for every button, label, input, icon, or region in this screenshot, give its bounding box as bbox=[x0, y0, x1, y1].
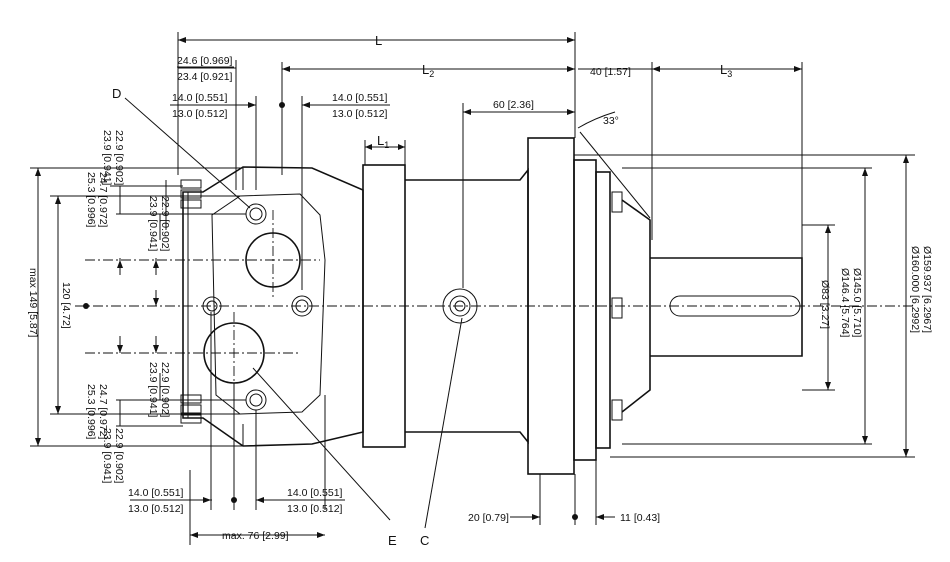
dim-11: 11 [0.43] bbox=[620, 512, 660, 524]
dim-24-6: 24.6 [0.969] bbox=[177, 55, 233, 67]
left-dimensions bbox=[30, 167, 246, 447]
dim-L1: L1 bbox=[377, 133, 389, 150]
right-dimensions bbox=[622, 155, 909, 457]
label-C: C bbox=[420, 533, 429, 548]
dim-25-3-b: 25.3 [0.996] bbox=[85, 384, 97, 440]
dim-L2: L2 bbox=[422, 62, 434, 79]
top-dimensions bbox=[170, 32, 803, 290]
dim-dia-159: Ø159.937 [6.2967] bbox=[921, 246, 933, 333]
dim-angle-33: 33° bbox=[603, 115, 619, 127]
bottom-dimensions bbox=[130, 312, 615, 545]
dim-120: 120 [4.72] bbox=[60, 282, 72, 329]
dim-max-149: max 149 [5.87] bbox=[27, 268, 39, 338]
dim-23-9-c: 23.9 [0.941] bbox=[147, 362, 159, 418]
dim-22-9-c: 22.9 [0.902] bbox=[159, 362, 171, 418]
dim-13-0-top-right: 13.0 [0.512] bbox=[332, 108, 388, 120]
dim-13-0-bottom-left: 13.0 [0.512] bbox=[128, 503, 184, 515]
dim-14-0-top-right: 14.0 [0.551] bbox=[332, 92, 388, 104]
motor-body bbox=[362, 137, 915, 475]
dim-L3: L3 bbox=[720, 62, 732, 79]
dim-23-9-d: 23.9 [0.941] bbox=[101, 428, 113, 484]
dim-dia-145-0: Ø145.0 [5.710] bbox=[851, 268, 863, 338]
dim-20: 20 [0.79] bbox=[468, 512, 509, 524]
dim-max-76: max. 76 [2.99] bbox=[222, 530, 289, 542]
dim-14-0-top-left: 14.0 [0.551] bbox=[172, 92, 228, 104]
dim-24-7-b: 24.7 [0.972] bbox=[97, 384, 109, 440]
dim-24-7-a: 24.7 [0.972] bbox=[97, 172, 109, 228]
dim-L: L bbox=[375, 33, 382, 48]
dim-13-0-top-left: 13.0 [0.512] bbox=[172, 108, 228, 120]
dim-14-0-bottom-right: 14.0 [0.551] bbox=[287, 487, 343, 499]
dim-23-9-a: 23.9 [0.941] bbox=[101, 130, 113, 186]
dim-22-9-d: 22.9 [0.902] bbox=[113, 428, 125, 484]
leader-lines bbox=[124, 97, 463, 529]
dim-25-3-a: 25.3 [0.996] bbox=[85, 172, 97, 228]
housing-end-view bbox=[180, 166, 364, 447]
dim-40: 40 [1.57] bbox=[590, 66, 631, 78]
dim-13-0-bottom-right: 13.0 [0.512] bbox=[287, 503, 343, 515]
label-D: D bbox=[112, 86, 121, 101]
dim-60: 60 [2.36] bbox=[493, 99, 534, 111]
label-E: E bbox=[388, 533, 397, 548]
dim-23-9-b: 23.9 [0.941] bbox=[147, 196, 159, 252]
dim-dia-160: Ø160.000 [6.2992] bbox=[909, 246, 921, 333]
dim-dia-83: Ø83 [3.27] bbox=[819, 280, 831, 329]
dim-23-4: 23.4 [0.921] bbox=[177, 71, 233, 83]
dim-22-9-b: 22.9 [0.902] bbox=[159, 196, 171, 252]
port-holes bbox=[202, 203, 313, 411]
dim-22-9-a: 22.9 [0.902] bbox=[113, 130, 125, 186]
dim-14-0-bottom-left: 14.0 [0.551] bbox=[128, 487, 184, 499]
dim-dia-146-4: Ø146.4 [5.764] bbox=[839, 268, 851, 338]
